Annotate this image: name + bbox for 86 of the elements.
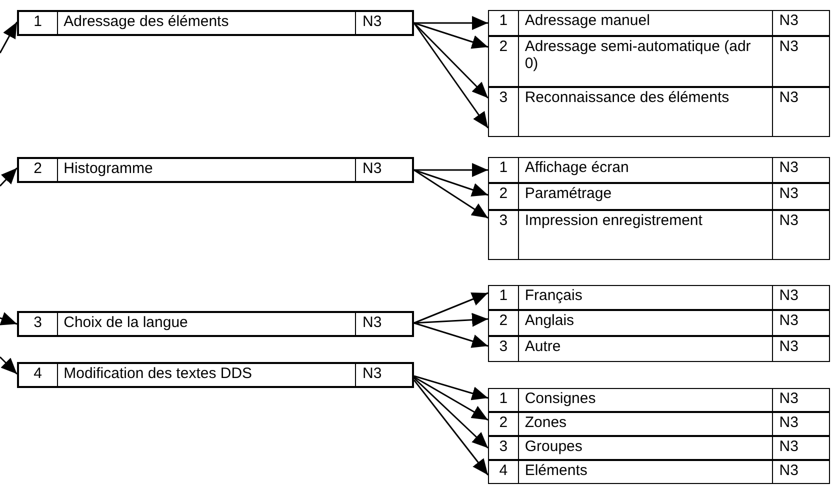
- menu-row: [17, 311, 414, 337]
- submenu-row: [488, 310, 830, 336]
- menu-row: [17, 157, 414, 183]
- submenu-row: [488, 412, 830, 436]
- arrow: [414, 16, 488, 30]
- item-label: Paramétrage: [524, 185, 612, 202]
- arrow: [414, 22, 488, 49]
- item-number: 3: [499, 338, 508, 355]
- level-code: N3: [779, 390, 798, 407]
- item-number: 1: [499, 287, 508, 304]
- arrow: [413, 377, 489, 449]
- arrow: [0, 356, 18, 375]
- arrow: [413, 22, 489, 128]
- submenu-row: [488, 157, 830, 183]
- arrow: [414, 312, 488, 327]
- item-label: Impression enregistrement: [524, 212, 702, 229]
- item-number: 1: [499, 390, 508, 407]
- level-code: N3: [779, 414, 798, 431]
- item-number: 2: [499, 414, 508, 431]
- level-code: N3: [779, 159, 798, 176]
- item-label: Anglais: [524, 312, 574, 329]
- menu-row: [17, 10, 414, 36]
- submenu-row: [488, 460, 830, 484]
- item-number: 2: [34, 160, 42, 177]
- item-number: 1: [499, 159, 508, 176]
- item-number: 2: [499, 185, 508, 202]
- arrow: [414, 376, 488, 421]
- level-code: N3: [779, 89, 798, 106]
- arrow: [413, 380, 489, 476]
- level-code: N3: [362, 314, 382, 331]
- level-code: N3: [779, 287, 798, 304]
- submenu-row: [488, 183, 830, 210]
- level-code: N3: [362, 13, 382, 30]
- level-code: N3: [779, 38, 798, 55]
- item-label: Consignes: [524, 390, 596, 407]
- submenu-row: [488, 10, 830, 36]
- level-code: N3: [362, 160, 382, 177]
- item-label: Histogramme: [64, 160, 153, 177]
- item-label: Reconnaissance des éléments: [524, 89, 730, 106]
- level-code: N3: [362, 365, 382, 382]
- arrow: [414, 375, 488, 400]
- arrow: [413, 22, 489, 99]
- arrow: [414, 169, 488, 196]
- level-code: N3: [779, 312, 798, 329]
- item-number: 3: [499, 438, 508, 455]
- arrow: [414, 292, 488, 324]
- item-label: Adressage des éléments: [64, 13, 229, 30]
- item-number: 4: [499, 462, 508, 479]
- level-code: N3: [779, 12, 798, 29]
- arrow: [0, 167, 18, 187]
- item-label: Groupes: [524, 438, 582, 455]
- item-label: Adressage manuel: [524, 12, 650, 29]
- item-number: 1: [34, 13, 42, 30]
- arrow: [414, 322, 488, 348]
- item-label: Choix de la langue: [64, 314, 188, 331]
- arrow: [0, 22, 18, 54]
- item-label: Zones: [524, 414, 567, 431]
- menu-row: [17, 362, 414, 388]
- level-code: N3: [779, 185, 798, 202]
- arrow: [414, 163, 488, 177]
- item-number: 3: [499, 89, 508, 106]
- level-code: N3: [779, 462, 798, 479]
- item-label: Adressage semi-automatique (adr 0): [524, 38, 752, 72]
- item-number: 2: [499, 38, 508, 55]
- item-number: 3: [499, 212, 508, 229]
- item-label: Modification des textes DDS: [64, 365, 252, 382]
- item-number: 2: [499, 312, 508, 329]
- item-label: Autre: [524, 338, 561, 355]
- submenu-row: [488, 336, 830, 362]
- submenu-row: [488, 436, 830, 460]
- arrow: [414, 169, 488, 219]
- item-number: 3: [34, 314, 42, 331]
- submenu-row: [488, 285, 830, 310]
- level-code: N3: [779, 338, 798, 355]
- level-code: N3: [779, 438, 798, 455]
- item-label: Affichage écran: [524, 159, 629, 176]
- item-label: Français: [524, 287, 582, 304]
- arrow: [0, 312, 18, 326]
- item-number: 1: [499, 12, 508, 29]
- item-label: Eléments: [524, 462, 588, 479]
- level-code: N3: [779, 212, 798, 229]
- submenu-row: [488, 388, 830, 412]
- item-number: 4: [34, 365, 42, 382]
- submenu-row: [488, 210, 830, 260]
- submenu-row: [488, 36, 830, 87]
- submenu-row: [488, 87, 830, 137]
